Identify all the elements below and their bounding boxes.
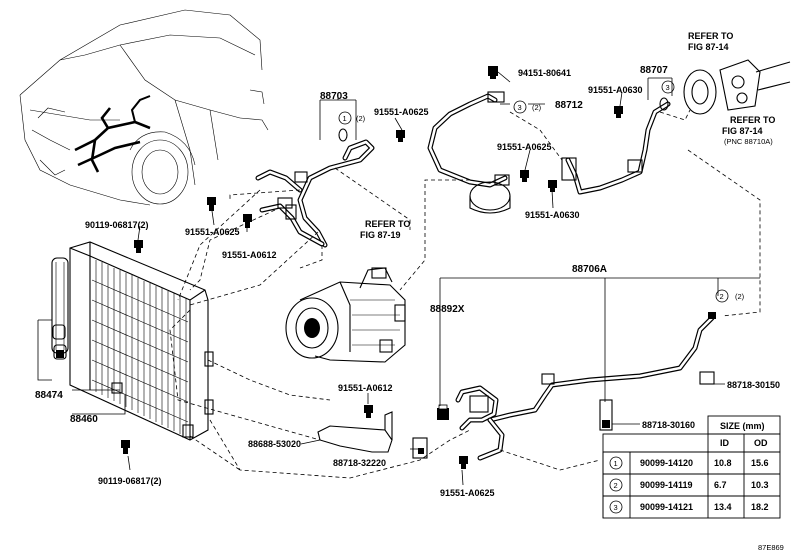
table-row-num: 3 xyxy=(614,503,618,512)
table-row-od: 18.2 xyxy=(751,502,769,512)
refer-fig-87-14-top-line1: REFER TO xyxy=(688,31,733,41)
table-row-od: 10.3 xyxy=(751,480,769,490)
nut-94151-80641 xyxy=(488,66,498,79)
label-88718-32220: 88718-32220 xyxy=(333,458,386,468)
callout-2-qty: (2) xyxy=(735,292,745,301)
bolt-91551-a0630-top xyxy=(614,106,623,118)
liquid-tube-88706a xyxy=(455,312,716,461)
table-row-od: 15.6 xyxy=(751,458,769,468)
table-col-od: OD xyxy=(754,438,768,448)
label-88706a: 88706A xyxy=(572,264,607,275)
label-88892x: 88892X xyxy=(430,304,465,315)
label-88718-30150: 88718-30150 xyxy=(727,380,780,390)
label-91551-a0630-mid: 91551-A0630 xyxy=(525,210,580,220)
refer-fig-87-14-mid-line1: REFER TO xyxy=(730,115,775,125)
label-88474: 88474 xyxy=(35,390,63,401)
table-row-part: 90099-14119 xyxy=(640,480,693,490)
table-row-num: 2 xyxy=(614,481,618,490)
clamp-88718-32220 xyxy=(412,437,428,459)
discharge-hose-88703 xyxy=(255,139,375,248)
callout-2: 2 xyxy=(720,292,724,301)
bolt-90119-bottom xyxy=(121,440,130,454)
label-90119-06817-bot: 90119-06817(2) xyxy=(98,476,162,486)
table-col-id: ID xyxy=(720,438,730,448)
label-88703: 88703 xyxy=(320,91,348,102)
label-91551-a0625-mid: 91551-A0625 xyxy=(497,142,552,152)
figure-code: 87E869 xyxy=(758,543,784,552)
label-88707: 88707 xyxy=(640,65,668,76)
callout-3: 3 xyxy=(518,103,522,112)
label-88718-30160: 88718-30160 xyxy=(642,420,695,430)
dashed-reference-lines xyxy=(169,109,761,479)
compressor xyxy=(285,267,406,363)
flange-parts xyxy=(683,59,791,115)
vehicle-outline xyxy=(19,9,269,206)
suction-hose-88712 xyxy=(427,91,511,214)
bolt-91551-a0625-top xyxy=(396,130,405,142)
bolt-91551-a0630-mid xyxy=(548,180,557,192)
table-row-id: 6.7 xyxy=(714,480,727,490)
table-size-header: SIZE (mm) xyxy=(720,421,765,431)
label-88712: 88712 xyxy=(555,100,583,111)
table-row-id: 13.4 xyxy=(714,502,732,512)
label-91551-a0630-top: 91551-A0630 xyxy=(588,85,643,95)
part-labels: 88703 91551-A0625 90119-06817(2) 91551-A… xyxy=(35,31,780,498)
refer-fig-87-14-top-line2: FIG 87-14 xyxy=(688,42,729,52)
label-91551-a0625-left: 91551-A0625 xyxy=(185,227,240,237)
refer-fig-87-19-line1: REFER TO xyxy=(365,219,410,229)
oring-size-table: SIZE (mm) ID OD 1 90099-14120 10.8 15.6 … xyxy=(602,415,781,519)
label-88460: 88460 xyxy=(70,414,98,425)
table-row-id: 10.8 xyxy=(714,458,732,468)
table-row-num: 1 xyxy=(614,459,618,468)
bracket-88688-53020 xyxy=(317,411,393,453)
label-91551-a0612-bot: 91551-A0612 xyxy=(338,383,393,393)
callout-1-qty: (2) xyxy=(356,114,366,123)
callout-3-b: 3 xyxy=(666,83,670,92)
label-88688-53020: 88688-53020 xyxy=(248,439,301,449)
condenser-fins xyxy=(91,260,189,437)
label-91551-a0625-bot: 91551-A0625 xyxy=(440,488,495,498)
condenser-88460 xyxy=(51,241,214,441)
bolt-91551-a0612-left xyxy=(243,214,252,228)
bolt-90119-top xyxy=(134,240,143,253)
switch-88892x xyxy=(437,404,449,420)
bolt-91551-a0625-bot xyxy=(459,456,468,469)
label-91551-a0612-left: 91551-A0612 xyxy=(222,250,277,260)
table-row-part: 90099-14121 xyxy=(640,502,693,512)
label-90119-06817-top: 90119-06817(2) xyxy=(85,220,149,230)
leader-lines xyxy=(72,71,760,486)
callout-3-qty: (2) xyxy=(532,103,542,112)
suction-tube-88707 xyxy=(561,101,671,195)
label-91551-a0625-top: 91551-A0625 xyxy=(374,107,429,117)
table-row-part: 90099-14120 xyxy=(640,458,693,468)
bolt-91551-a0625-left xyxy=(207,197,216,211)
label-94151-80641: 94151-80641 xyxy=(518,68,571,78)
refer-fig-87-14-mid-line2: FIG 87-14 xyxy=(722,126,763,136)
refer-fig-87-19-line2: FIG 87-19 xyxy=(360,230,401,240)
callout-1: 1 xyxy=(343,114,347,123)
bolt-91551-a0625-mid xyxy=(520,170,529,182)
bolt-91551-a0612-bot xyxy=(364,405,373,418)
refer-pnc-88710a: (PNC 88710A) xyxy=(724,137,773,146)
